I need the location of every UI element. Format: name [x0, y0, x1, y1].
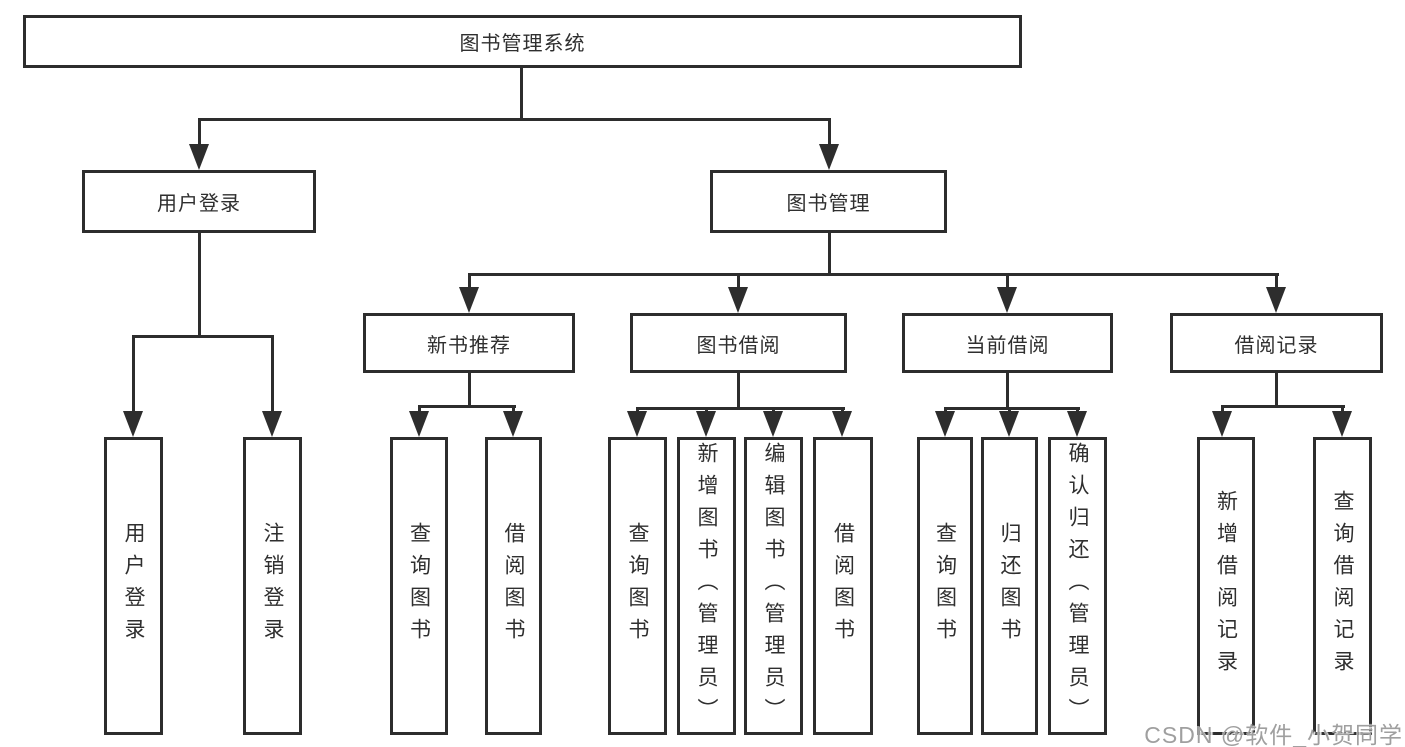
- leaf-current-return-book: 归还图书: [981, 437, 1038, 735]
- tree-connector-line: [636, 407, 845, 410]
- arrow-down-icon: [696, 411, 716, 437]
- leaf-label: 新增图书（管理员）: [695, 442, 718, 730]
- arrow-down-icon: [819, 144, 839, 170]
- arrow-down-icon: [189, 144, 209, 170]
- tree-connector-line: [468, 273, 1279, 276]
- tree-connector-line: [841, 407, 844, 414]
- leaf-label: 查询借阅记录: [1331, 490, 1354, 682]
- tree-connector-line: [737, 373, 740, 409]
- arrow-down-icon: [503, 411, 523, 437]
- tree-connector-line: [132, 335, 274, 338]
- leaf-label: 查询图书: [626, 522, 649, 650]
- node-root-label: 图书管理系统: [459, 33, 586, 55]
- tree-connector-line: [944, 407, 1080, 410]
- tree-connector-line: [944, 407, 947, 414]
- arrow-down-icon: [1266, 287, 1286, 313]
- node-user-login: 用户登录: [82, 170, 316, 233]
- leaf-label: 新增借阅记录: [1214, 490, 1238, 682]
- leaf-label: 查询图书: [933, 522, 957, 650]
- arrow-down-icon: [999, 411, 1019, 437]
- tree-connector-line: [1076, 407, 1079, 414]
- tree-connector-line: [512, 405, 515, 414]
- leaf-label: 借阅图书: [502, 522, 525, 650]
- leaf-logout: 注销登录: [243, 437, 302, 735]
- tree-connector-line: [828, 118, 831, 146]
- node-label: 图书借阅: [696, 334, 781, 357]
- tree-connector-line: [198, 233, 201, 337]
- tree-connector-line: [198, 118, 201, 146]
- tree-connector-line: [828, 233, 831, 275]
- node-book-mgmt: 图书管理: [710, 170, 947, 233]
- leaf-borrow-edit-book-admin: 编辑图书（管理员）: [744, 437, 803, 735]
- watermark: CSDN @软件_小贺同学: [1144, 722, 1403, 747]
- leaf-current-confirm-return-admin: 确认归还（管理员）: [1048, 437, 1107, 735]
- leaf-label: 用户登录: [122, 522, 145, 650]
- tree-connector-line: [636, 407, 639, 414]
- leaf-borrow-add-book-admin: 新增图书（管理员）: [677, 437, 736, 735]
- tree-connector-line: [418, 405, 421, 414]
- tree-connector-line: [772, 407, 775, 414]
- leaf-label: 归还图书: [998, 522, 1021, 650]
- node-label: 当前借阅: [965, 334, 1050, 357]
- tree-connector-line: [132, 335, 135, 413]
- tree-connector-line: [468, 273, 471, 289]
- arrow-down-icon: [1332, 411, 1352, 437]
- tree-connector-line: [1275, 373, 1278, 407]
- node-label: 借阅记录: [1234, 334, 1319, 357]
- leaf-rec-query-book: 查询图书: [390, 437, 448, 735]
- arrow-down-icon: [459, 287, 479, 313]
- node-current-borrow: 当前借阅: [902, 313, 1113, 373]
- leaf-label: 查询图书: [407, 522, 431, 650]
- node-label: 新书推荐: [427, 334, 511, 357]
- arrow-down-icon: [728, 287, 748, 313]
- tree-connector-line: [198, 118, 831, 121]
- arrow-down-icon: [123, 411, 143, 437]
- leaf-borrow-query-book: 查询图书: [608, 437, 667, 735]
- tree-connector-line: [1006, 273, 1009, 289]
- node-book-mgmt-label: 图书管理: [786, 193, 871, 215]
- tree-connector-line: [1008, 407, 1011, 414]
- tree-connector-line: [1006, 373, 1009, 409]
- arrow-down-icon: [1067, 411, 1087, 437]
- node-root: 图书管理系统: [23, 15, 1022, 68]
- tree-connector-line: [520, 68, 523, 120]
- arrow-down-icon: [262, 411, 282, 437]
- arrow-down-icon: [409, 411, 429, 437]
- tree-connector-line: [1221, 405, 1345, 408]
- leaf-user-login: 用户登录: [104, 437, 163, 735]
- node-book-borrow: 图书借阅: [630, 313, 847, 373]
- leaf-borrow-borrow-book: 借阅图书: [813, 437, 873, 735]
- arrow-down-icon: [997, 287, 1017, 313]
- tree-connector-line: [705, 407, 708, 414]
- arrow-down-icon: [832, 411, 852, 437]
- tree-connector-line: [1275, 273, 1278, 289]
- leaf-label: 注销登录: [261, 522, 284, 650]
- arrow-down-icon: [763, 411, 783, 437]
- leaf-records-add-record: 新增借阅记录: [1197, 437, 1255, 735]
- node-borrow-records: 借阅记录: [1170, 313, 1383, 373]
- leaf-rec-borrow-book: 借阅图书: [485, 437, 542, 735]
- leaf-records-query-record: 查询借阅记录: [1313, 437, 1372, 735]
- node-new-book-recommend: 新书推荐: [363, 313, 575, 373]
- tree-connector-line: [737, 273, 740, 289]
- leaf-current-query-book: 查询图书: [917, 437, 973, 735]
- arrow-down-icon: [627, 411, 647, 437]
- arrow-down-icon: [1212, 411, 1232, 437]
- tree-connector-line: [418, 405, 516, 408]
- tree-connector-line: [468, 373, 471, 407]
- leaf-label: 确认归还（管理员）: [1066, 442, 1089, 730]
- arrow-down-icon: [935, 411, 955, 437]
- tree-connector-line: [271, 335, 274, 413]
- leaf-label: 编辑图书（管理员）: [762, 442, 785, 730]
- leaf-label: 借阅图书: [831, 522, 855, 650]
- tree-connector-line: [1341, 405, 1344, 414]
- node-user-login-label: 用户登录: [157, 193, 241, 215]
- tree-connector-line: [1221, 405, 1224, 414]
